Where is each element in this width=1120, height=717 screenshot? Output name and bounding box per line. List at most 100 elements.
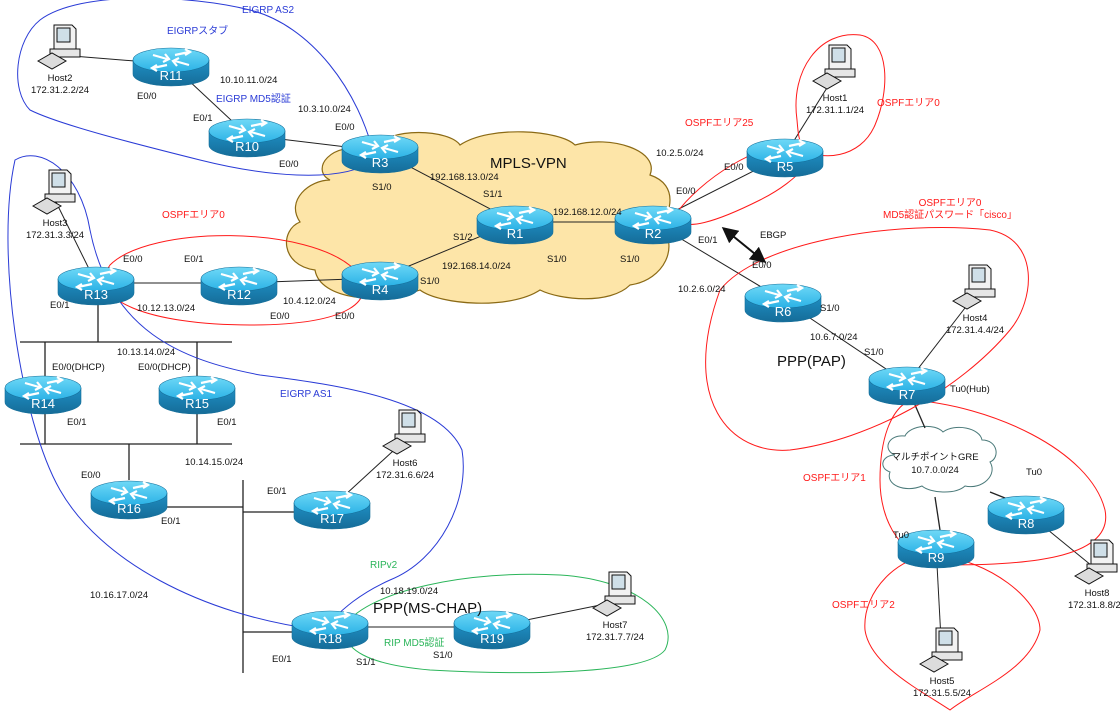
label: OSPFエリア0 [919, 198, 982, 209]
label: 10.2.5.0/24 [656, 148, 704, 159]
ripv2-boundary [344, 573, 669, 674]
router-r5[interactable]: R5 [746, 138, 824, 178]
router-r13[interactable]: R13 [57, 266, 135, 306]
label: S1/0 [372, 182, 392, 193]
label: S1/0 [433, 650, 453, 661]
label: E0/1 [698, 235, 718, 246]
label: E0/0 [279, 159, 299, 170]
router-icon [341, 134, 419, 160]
label: 10.16.17.0/24 [90, 590, 148, 601]
router-r2[interactable]: R2 [614, 205, 692, 245]
router-icon [291, 610, 369, 636]
router-name: R14 [31, 396, 55, 411]
host-name: Host2 [48, 73, 73, 84]
label: OSPFエリア25 [685, 118, 754, 129]
router-icon [614, 205, 692, 231]
label: E0/0 [676, 186, 696, 197]
host-ip: 172.31.2.2/24 [31, 85, 89, 96]
ebgp-arrow [721, 226, 767, 264]
label: S1/1 [483, 189, 503, 200]
label: E0/0 [335, 122, 355, 133]
desktop-computer-icon [31, 169, 76, 215]
gre-cloud-label: マルチポイントGRE [891, 452, 978, 463]
router-name: R3 [372, 155, 389, 170]
router-r11[interactable]: R11 [132, 47, 210, 87]
label: 10.3.10.0/24 [298, 104, 351, 115]
router-arrows-icon [493, 206, 537, 230]
label: EIGRP AS1 [280, 389, 333, 400]
router-r3[interactable]: R3 [341, 134, 419, 174]
router-arrows-icon [74, 267, 118, 291]
router-name: R13 [84, 287, 108, 302]
router-name: R18 [318, 631, 342, 646]
ospf-area1-boundary [879, 399, 1107, 566]
host-name: Host6 [393, 458, 418, 469]
label: Tu0 [893, 530, 909, 541]
router-icon [208, 118, 286, 144]
label: E0/0 [270, 311, 290, 322]
host-ip: 172.31.8.8/24 [1068, 600, 1120, 611]
router-arrows-icon [885, 367, 929, 391]
router-icon [476, 205, 554, 231]
keyboard-icon [918, 655, 950, 673]
router-r19[interactable]: R19 [453, 610, 531, 650]
router-r1[interactable]: R1 [476, 205, 554, 245]
router-arrows-icon [107, 481, 151, 505]
router-icon [868, 366, 946, 392]
router-r12[interactable]: R12 [200, 266, 278, 306]
host-name: Host4 [963, 313, 988, 324]
router-r16[interactable]: R16 [90, 480, 168, 520]
label: E0/0 [123, 254, 143, 265]
router-r14[interactable]: R14 [4, 375, 82, 415]
label: E0/1 [161, 516, 181, 527]
router-icon [158, 375, 236, 401]
router-arrows-icon [470, 611, 514, 635]
label: E0/0 [81, 470, 101, 481]
label: S1/0 [864, 347, 884, 358]
label: E0/0 [724, 162, 744, 173]
router-r18[interactable]: R18 [291, 610, 369, 650]
router-icon [744, 283, 822, 309]
label: E0/0(DHCP) [52, 362, 105, 373]
label: E0/1 [272, 654, 292, 665]
router-icon [132, 47, 210, 73]
host-ip: 172.31.4.4/24 [946, 325, 1004, 336]
router-r8[interactable]: R8 [987, 495, 1065, 535]
label: E0/0 [752, 260, 772, 271]
host-name: Host8 [1085, 588, 1110, 599]
router-name: R9 [928, 550, 945, 565]
router-name: R7 [899, 387, 916, 402]
label: S1/1 [356, 657, 376, 668]
label: S1/0 [620, 254, 640, 265]
router-name: R4 [372, 282, 389, 297]
router-r17[interactable]: R17 [293, 490, 371, 530]
keyboard-icon [31, 197, 63, 215]
keyboard-icon [1073, 567, 1105, 585]
router-r7[interactable]: R7 [868, 366, 946, 406]
router-name: R16 [117, 501, 141, 516]
label: E0/0 [137, 91, 157, 102]
label: EBGP [760, 230, 786, 241]
router-arrows-icon [761, 284, 805, 308]
label: 10.13.14.0/24 [117, 347, 175, 358]
router-r6[interactable]: R6 [744, 283, 822, 323]
router-r9[interactable]: R9 [897, 529, 975, 569]
router-r4[interactable]: R4 [341, 261, 419, 301]
router-r10[interactable]: R10 [208, 118, 286, 158]
desktop-computer-icon [591, 571, 636, 617]
keyboard-icon [381, 437, 413, 455]
router-name: R15 [185, 396, 209, 411]
router-r15[interactable]: R15 [158, 375, 236, 415]
router-arrows-icon [21, 376, 65, 400]
desktop-computer-icon [918, 627, 963, 673]
